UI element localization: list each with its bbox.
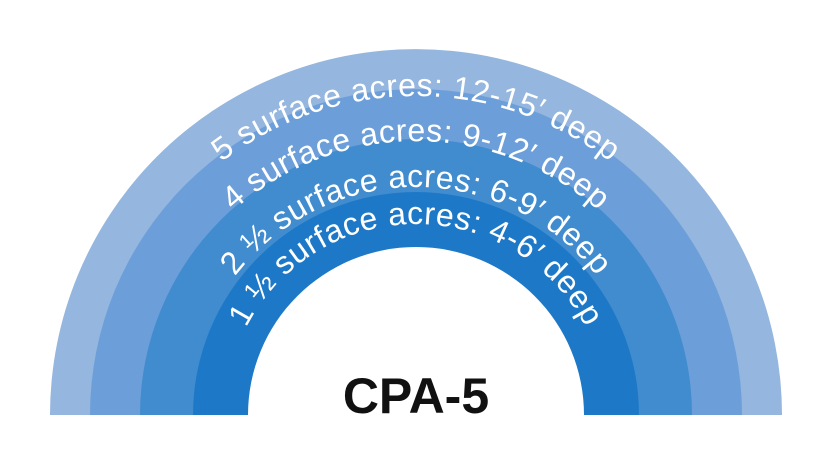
model-title: CPA-5	[343, 368, 489, 424]
rainbow-bands	[50, 49, 782, 416]
inner-cutout	[248, 247, 584, 415]
